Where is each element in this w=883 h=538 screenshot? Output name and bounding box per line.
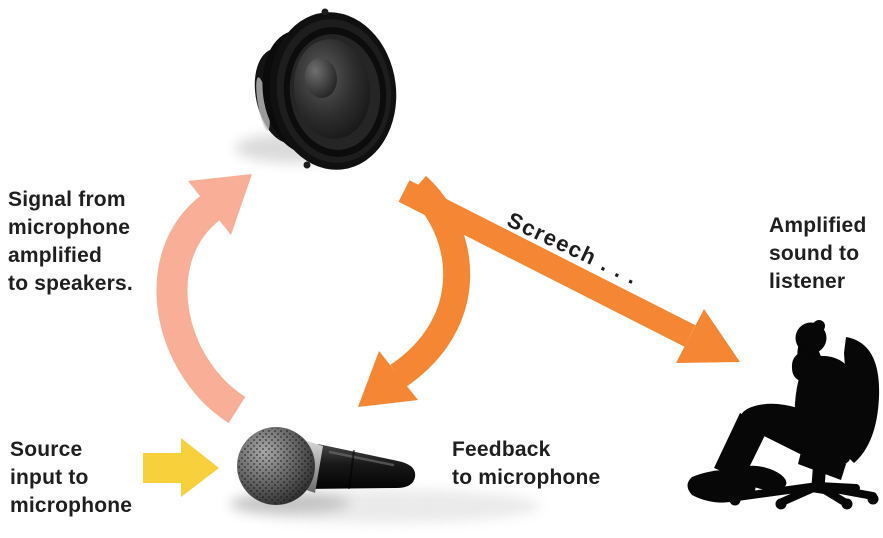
speaker-to-mic-arrowhead [358, 351, 418, 407]
speaker-to-listener-arrow [398, 180, 740, 363]
listener-torso [794, 355, 860, 464]
microphone-head-mesh [238, 428, 314, 504]
chair-base [733, 482, 877, 507]
speaker-mount-tab-top [321, 8, 329, 16]
mic-to-speaker-arrow-body [156, 195, 246, 424]
speaker-to-listener-arrow-body [398, 180, 696, 347]
label-line: Signal from [8, 188, 126, 211]
label-line: listener [769, 270, 846, 293]
chair-caster-1 [729, 494, 741, 506]
chair-seat-mechanism [798, 448, 846, 480]
speaker-mount-tab-bottom [303, 161, 311, 169]
listener-thigh [739, 403, 853, 467]
microphone-handle-seam [348, 449, 355, 490]
label-line: Amplified [769, 214, 867, 237]
listener-in-chair-silhouette [687, 320, 880, 510]
label-source-input: Source input to microphone [10, 436, 132, 520]
label-signal-to-speakers: Signal from microphone amplified to spea… [8, 186, 133, 298]
speaker-magnet-highlight [256, 77, 270, 131]
label-line: to speakers. [8, 272, 133, 295]
mic-to-speaker-arrowhead [188, 174, 252, 235]
source-input-arrow [143, 438, 219, 497]
label-line: microphone [8, 216, 131, 239]
label-line: to microphone [452, 466, 601, 489]
label-line: Feedback [452, 438, 551, 461]
microphone-handle-highlight [328, 450, 395, 467]
chair-caster-2 [775, 498, 787, 510]
label-feedback: Feedback to microphone [452, 436, 600, 492]
mic-to-speaker-arrow [156, 174, 252, 424]
listener-hair [813, 320, 825, 332]
speaker-dust-cap [304, 58, 338, 98]
label-line: input to [10, 466, 89, 489]
listener-second-foot [737, 465, 787, 491]
label-amplified-sound: Amplified sound to listener [769, 212, 866, 296]
microphone-handle [303, 444, 416, 489]
speaker-image [254, 8, 397, 170]
label-line: microphone [10, 494, 133, 517]
speaker-to-listener-arrowhead [676, 309, 740, 363]
label-line: amplified [8, 244, 102, 267]
listener-lower-leg [714, 413, 768, 480]
chair-caster-4 [867, 493, 879, 505]
label-line: sound to [769, 242, 860, 265]
chair-caster-3 [841, 498, 853, 510]
microphone-image [237, 427, 416, 505]
label-line: Source [10, 438, 83, 461]
